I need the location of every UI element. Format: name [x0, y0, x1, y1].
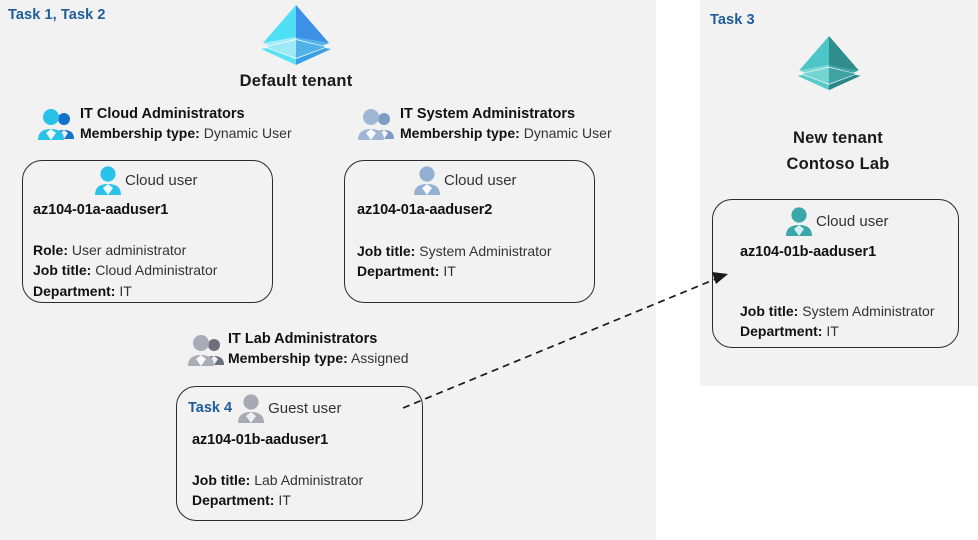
- group-membership-type: Membership type: Dynamic User: [80, 124, 292, 144]
- group-title: IT System Administrators: [400, 106, 576, 122]
- user-card-az104-01a-aaduser1[interactable]: [22, 160, 273, 303]
- card-prop-jobtitle: Job title: System Administrator: [740, 301, 935, 321]
- card-username-az104-01a-aaduser1: az104-01a-aaduser1: [33, 202, 169, 218]
- group-membership-type: Membership type: Dynamic User: [400, 124, 612, 144]
- card-user-type: Cloud user: [444, 171, 517, 189]
- card-head-az104-01a-aaduser1: Cloud user: [95, 165, 198, 195]
- card-prop-jobtitle-label: Job title:: [740, 303, 799, 319]
- group-users-icon-system-admins: [358, 107, 396, 141]
- group-membership-value: Assigned: [350, 350, 409, 367]
- group-users-icon-lab-admins: [188, 333, 226, 367]
- group-it-system-administrators: IT System Administrators Membership type…: [400, 105, 612, 144]
- card-prop-jobtitle: Job title: Lab Administrator: [192, 470, 363, 490]
- card-props-cloud-az104-01b-aaduser1: Job title: System Administrator Departme…: [740, 301, 935, 342]
- new-tenant-label: New tenant Contoso Lab: [726, 126, 950, 177]
- card-user-type: Cloud user: [125, 171, 198, 189]
- card-username-guest-az104-01b-aaduser1: az104-01b-aaduser1: [192, 432, 329, 448]
- card-props-guest-az104-01b-aaduser1: Job title: Lab Administrator Department:…: [192, 470, 363, 511]
- card-prop-role-value: User administrator: [71, 242, 187, 258]
- card-prop-jobtitle-value: System Administrator: [419, 243, 552, 259]
- card-prop-department: Department: IT: [33, 281, 217, 301]
- card-prop-department-label: Department:: [33, 282, 116, 299]
- card-props-az104-01a-aaduser1: Role: User administrator Job title: Clou…: [33, 240, 217, 301]
- card-prop-role-label: Role:: [33, 242, 68, 258]
- card-prop-jobtitle-label: Job title:: [192, 472, 251, 488]
- card-prop-jobtitle-value: System Administrator: [802, 303, 935, 319]
- group-membership-label: Membership type:: [228, 350, 348, 367]
- card-prop-department-label: Department:: [357, 263, 440, 280]
- default-tenant-label: Default tenant: [239, 72, 353, 90]
- group-it-lab-administrators: IT Lab Administrators Membership type: A…: [228, 330, 409, 369]
- card-prop-role: Role: User administrator: [33, 240, 217, 260]
- cloud-user-icon-1: [95, 165, 121, 195]
- new-tenant-label-line2: Contoso Lab: [786, 154, 890, 173]
- card-username-cloud-az104-01b-aaduser1: az104-01b-aaduser1: [740, 244, 877, 260]
- card-prop-department-value: IT: [826, 323, 839, 340]
- card-prop-department: Department: IT: [192, 490, 363, 510]
- user-card-guest-az104-01b-aaduser1[interactable]: [176, 386, 423, 521]
- task-tag-left: Task 1, Task 2: [8, 7, 106, 23]
- guest-user-icon: [238, 393, 265, 423]
- card-prop-department-value: IT: [278, 492, 291, 509]
- group-title: IT Cloud Administrators: [80, 106, 245, 122]
- group-users-icon-cloud-admins: [38, 107, 76, 141]
- group-title: IT Lab Administrators: [228, 331, 378, 347]
- group-membership-type: Membership type: Assigned: [228, 349, 409, 369]
- card-prop-jobtitle: Job title: Cloud Administrator: [33, 260, 217, 280]
- group-membership-value: Dynamic User: [203, 125, 292, 142]
- user-card-cloud-az104-01b-aaduser1[interactable]: [712, 199, 959, 348]
- card-task-tag: Task 4: [188, 400, 233, 416]
- card-prop-department: Department: IT: [740, 321, 935, 341]
- new-tenant-label-line1: New tenant: [792, 129, 883, 147]
- card-prop-department-label: Department:: [740, 323, 823, 340]
- card-prop-department-label: Department:: [192, 492, 275, 509]
- card-prop-jobtitle-value: Lab Administrator: [254, 472, 364, 488]
- card-user-type: Guest user: [268, 399, 342, 417]
- card-prop-department-value: IT: [443, 263, 456, 280]
- group-membership-value: Dynamic User: [523, 125, 612, 142]
- card-prop-jobtitle-label: Job title:: [357, 243, 416, 259]
- card-prop-jobtitle: Job title: System Administrator: [357, 241, 552, 261]
- card-head-az104-01a-aaduser2: Cloud user: [414, 165, 517, 195]
- card-prop-department-value: IT: [119, 282, 132, 299]
- card-username-az104-01a-aaduser2: az104-01a-aaduser2: [357, 202, 493, 218]
- card-prop-jobtitle-value: Cloud Administrator: [95, 262, 218, 279]
- group-membership-label: Membership type:: [80, 125, 200, 142]
- card-prop-department: Department: IT: [357, 261, 552, 281]
- cloud-user-icon-2: [414, 165, 440, 195]
- cloud-user-icon-3: [786, 206, 812, 236]
- azure-ad-tenant-icon-default: [255, 3, 337, 69]
- card-head-guest-az104-01b-aaduser1: Task 4 Guest user: [188, 393, 341, 423]
- group-it-cloud-administrators: IT Cloud Administrators Membership type:…: [80, 105, 292, 144]
- card-props-az104-01a-aaduser2: Job title: System Administrator Departme…: [357, 241, 552, 282]
- task-tag-right: Task 3: [710, 12, 755, 28]
- card-user-type: Cloud user: [816, 212, 889, 230]
- card-head-cloud-az104-01b-aaduser1: Cloud user: [786, 206, 889, 236]
- azure-ad-tenant-icon-new: [792, 34, 866, 94]
- group-membership-label: Membership type:: [400, 125, 520, 142]
- card-prop-jobtitle-label: Job title:: [33, 262, 92, 279]
